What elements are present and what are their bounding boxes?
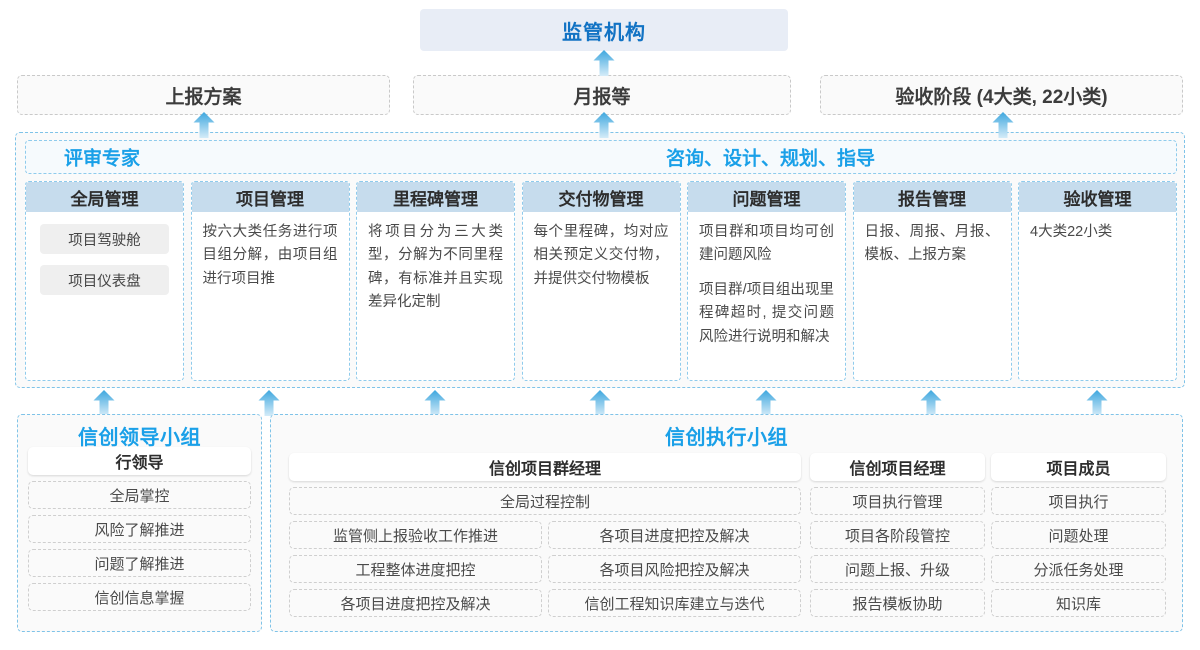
management-card-body: 按六大类任务进行项目组分解，由项目组进行项目推 [192, 212, 349, 291]
leadership-item[interactable]: 问题了解推进 [28, 549, 251, 577]
management-card-3[interactable]: 里程碑管理将项目分为三大类型，分解为不同里程碑，有标准并且实现差异化定制 [356, 181, 515, 381]
management-card-text: 每个里程碑，均对应相关预定义交付物，并提供交付物模板 [533, 224, 669, 287]
regulator-banner-label: 监管机构 [562, 21, 646, 44]
card-arrow-up-icon [424, 390, 446, 416]
management-card-body: 每个里程碑，均对应相关预定义交付物，并提供交付物模板 [523, 212, 680, 291]
card-arrow-up-icon [589, 390, 611, 416]
label-consulting: 咨询、设计、规划、指导 [666, 148, 876, 170]
management-card-row: 全局管理项目驾驶舱项目仪表盘项目管理按六大类任务进行项目组分解，由项目组进行项目… [25, 181, 1177, 381]
management-card-body: 日报、周报、月报、模板、上报方案 [854, 212, 1011, 268]
management-card-pill[interactable]: 项目仪表盘 [40, 265, 169, 295]
report-box-acceptance-label: 验收阶段 (4大类, 22小类) [895, 86, 1108, 108]
execution-item[interactable]: 项目执行管理 [810, 487, 985, 515]
report-box-monthly-label: 月报等 [573, 86, 631, 108]
execution-role-header[interactable]: 项目成员 [991, 453, 1166, 481]
label-review-experts: 评审专家 [64, 148, 141, 170]
execution-column-3: 项目成员项目执行问题处理分派任务处理知识库 [991, 453, 1166, 617]
execution-item[interactable]: 项目执行 [991, 487, 1166, 515]
management-card-body: 将项目分为三大类型，分解为不同里程碑，有标准并且实现差异化定制 [357, 212, 514, 315]
execution-group-container: 信创执行小组 信创项目群经理全局过程控制监管侧上报验收工作推进工程整体进度把控各… [270, 414, 1183, 632]
leadership-group-title: 信创领导小组 [78, 427, 201, 449]
service-layer-labelbar: 评审专家 咨询、设计、规划、指导 [25, 140, 1177, 174]
execution-item[interactable]: 报告模板协助 [810, 589, 985, 617]
execution-item[interactable]: 各项目进度把控及解决 [548, 521, 801, 549]
regulator-banner: 监管机构 [420, 9, 788, 51]
regulator-arrow-up-icon [593, 50, 615, 76]
card-arrow-up-icon [920, 390, 942, 416]
management-card-text: 日报、周报、月报、模板、上报方案 [864, 224, 1000, 264]
management-card-title: 全局管理 [26, 182, 183, 212]
report-box-plan-label: 上报方案 [165, 86, 242, 108]
leadership-item[interactable]: 信创信息掌握 [28, 583, 251, 611]
management-card-body: 项目群和项目均可创建问题风险项目群/项目组出现里程碑超时, 提交问题风险进行说明… [688, 212, 845, 349]
execution-item[interactable]: 项目各阶段管控 [810, 521, 985, 549]
management-card-text: 将项目分为三大类型，分解为不同里程碑，有标准并且实现差异化定制 [368, 224, 503, 311]
execution-item[interactable]: 分派任务处理 [991, 555, 1166, 583]
management-card-pill[interactable]: 项目驾驶舱 [40, 224, 169, 254]
card-arrow-up-icon [1086, 390, 1108, 416]
leadership-role-header[interactable]: 行领导 [28, 447, 251, 475]
management-card-title: 交付物管理 [522, 182, 680, 212]
report-box-monthly[interactable]: 月报等 [413, 75, 791, 115]
management-card-text: 按六大类任务进行项目组分解，由项目组进行项目推 [202, 224, 338, 287]
service-layer-container: 评审专家 咨询、设计、规划、指导 全局管理项目驾驶舱项目仪表盘项目管理按六大类任… [15, 132, 1185, 388]
management-card-text: 项目群/项目组出现里程碑超时, 提交问题风险进行说明和解决 [699, 281, 834, 345]
execution-item[interactable]: 问题处理 [991, 521, 1166, 549]
management-card-title: 项目管理 [191, 182, 349, 212]
management-card-6[interactable]: 报告管理日报、周报、月报、模板、上报方案 [852, 181, 1012, 381]
execution-subcolumn-2: 各项目进度把控及解决各项目风险把控及解决信创工程知识库建立与迭代 [548, 515, 801, 617]
management-card-body: 项目驾驶舱项目仪表盘 [26, 212, 183, 295]
management-card-text: 项目群和项目均可创建问题风险 [699, 224, 834, 264]
execution-group-title: 信创执行小组 [665, 427, 788, 449]
leadership-item[interactable]: 全局掌控 [28, 481, 251, 509]
execution-item[interactable]: 各项目进度把控及解决 [289, 589, 542, 617]
card-arrow-up-icon [258, 390, 280, 416]
leadership-group-container: 信创领导小组 行领导 全局掌控风险了解推进问题了解推进信创信息掌握 [17, 414, 262, 632]
execution-item[interactable]: 问题上报、升级 [810, 555, 985, 583]
leadership-item-list: 全局掌控风险了解推进问题了解推进信创信息掌握 [28, 481, 251, 611]
report-box-acceptance[interactable]: 验收阶段 (4大类, 22小类) [820, 75, 1183, 115]
management-card-2[interactable]: 项目管理按六大类任务进行项目组分解，由项目组进行项目推 [190, 181, 350, 381]
execution-item[interactable]: 工程整体进度把控 [289, 555, 542, 583]
management-card-4[interactable]: 交付物管理每个里程碑，均对应相关预定义交付物，并提供交付物模板 [521, 181, 681, 381]
report-arrow-up-icon [593, 112, 615, 138]
execution-item[interactable]: 各项目风险把控及解决 [548, 555, 801, 583]
management-card-7[interactable]: 验收管理 4大类22小类 [1018, 181, 1177, 381]
management-card-title: 验收管理 [1019, 182, 1176, 212]
management-card-body: 4大类22小类 [1019, 212, 1176, 244]
leadership-item[interactable]: 风险了解推进 [28, 515, 251, 543]
management-card-title: 报告管理 [853, 182, 1011, 212]
management-card-5[interactable]: 问题管理项目群和项目均可创建问题风险项目群/项目组出现里程碑超时, 提交问题风险… [687, 181, 846, 381]
leadership-group-body: 行领导 全局掌控风险了解推进问题了解推进信创信息掌握 [28, 447, 251, 611]
execution-item[interactable]: 知识库 [991, 589, 1166, 617]
management-card-title: 里程碑管理 [357, 182, 514, 212]
execution-role-header[interactable]: 信创项目经理 [810, 453, 985, 481]
card-arrow-up-icon [755, 390, 777, 416]
execution-item[interactable]: 监管侧上报验收工作推进 [289, 521, 542, 549]
execution-subcolumns: 监管侧上报验收工作推进工程整体进度把控各项目进度把控及解决各项目进度把控及解决各… [289, 515, 801, 617]
execution-column-2: 信创项目经理项目执行管理项目各阶段管控问题上报、升级报告模板协助 [810, 453, 985, 617]
execution-role-header[interactable]: 信创项目群经理 [289, 453, 801, 481]
execution-subcolumn-1: 监管侧上报验收工作推进工程整体进度把控各项目进度把控及解决 [289, 515, 542, 617]
execution-item[interactable]: 全局过程控制 [289, 487, 801, 515]
report-arrow-up-icon [193, 112, 215, 138]
report-arrow-up-icon [992, 112, 1014, 138]
management-card-title: 问题管理 [688, 182, 845, 212]
execution-item[interactable]: 信创工程知识库建立与迭代 [548, 589, 801, 617]
execution-column-program-manager: 信创项目群经理全局过程控制监管侧上报验收工作推进工程整体进度把控各项目进度把控及… [289, 453, 801, 617]
management-card-1[interactable]: 全局管理项目驾驶舱项目仪表盘 [25, 181, 184, 381]
report-box-plan[interactable]: 上报方案 [17, 75, 390, 115]
report-row: 上报方案 月报等 验收阶段 (4大类, 22小类) [0, 75, 1200, 115]
management-card-text: 4大类22小类 [1030, 224, 1113, 240]
card-arrow-up-icon [93, 390, 115, 416]
